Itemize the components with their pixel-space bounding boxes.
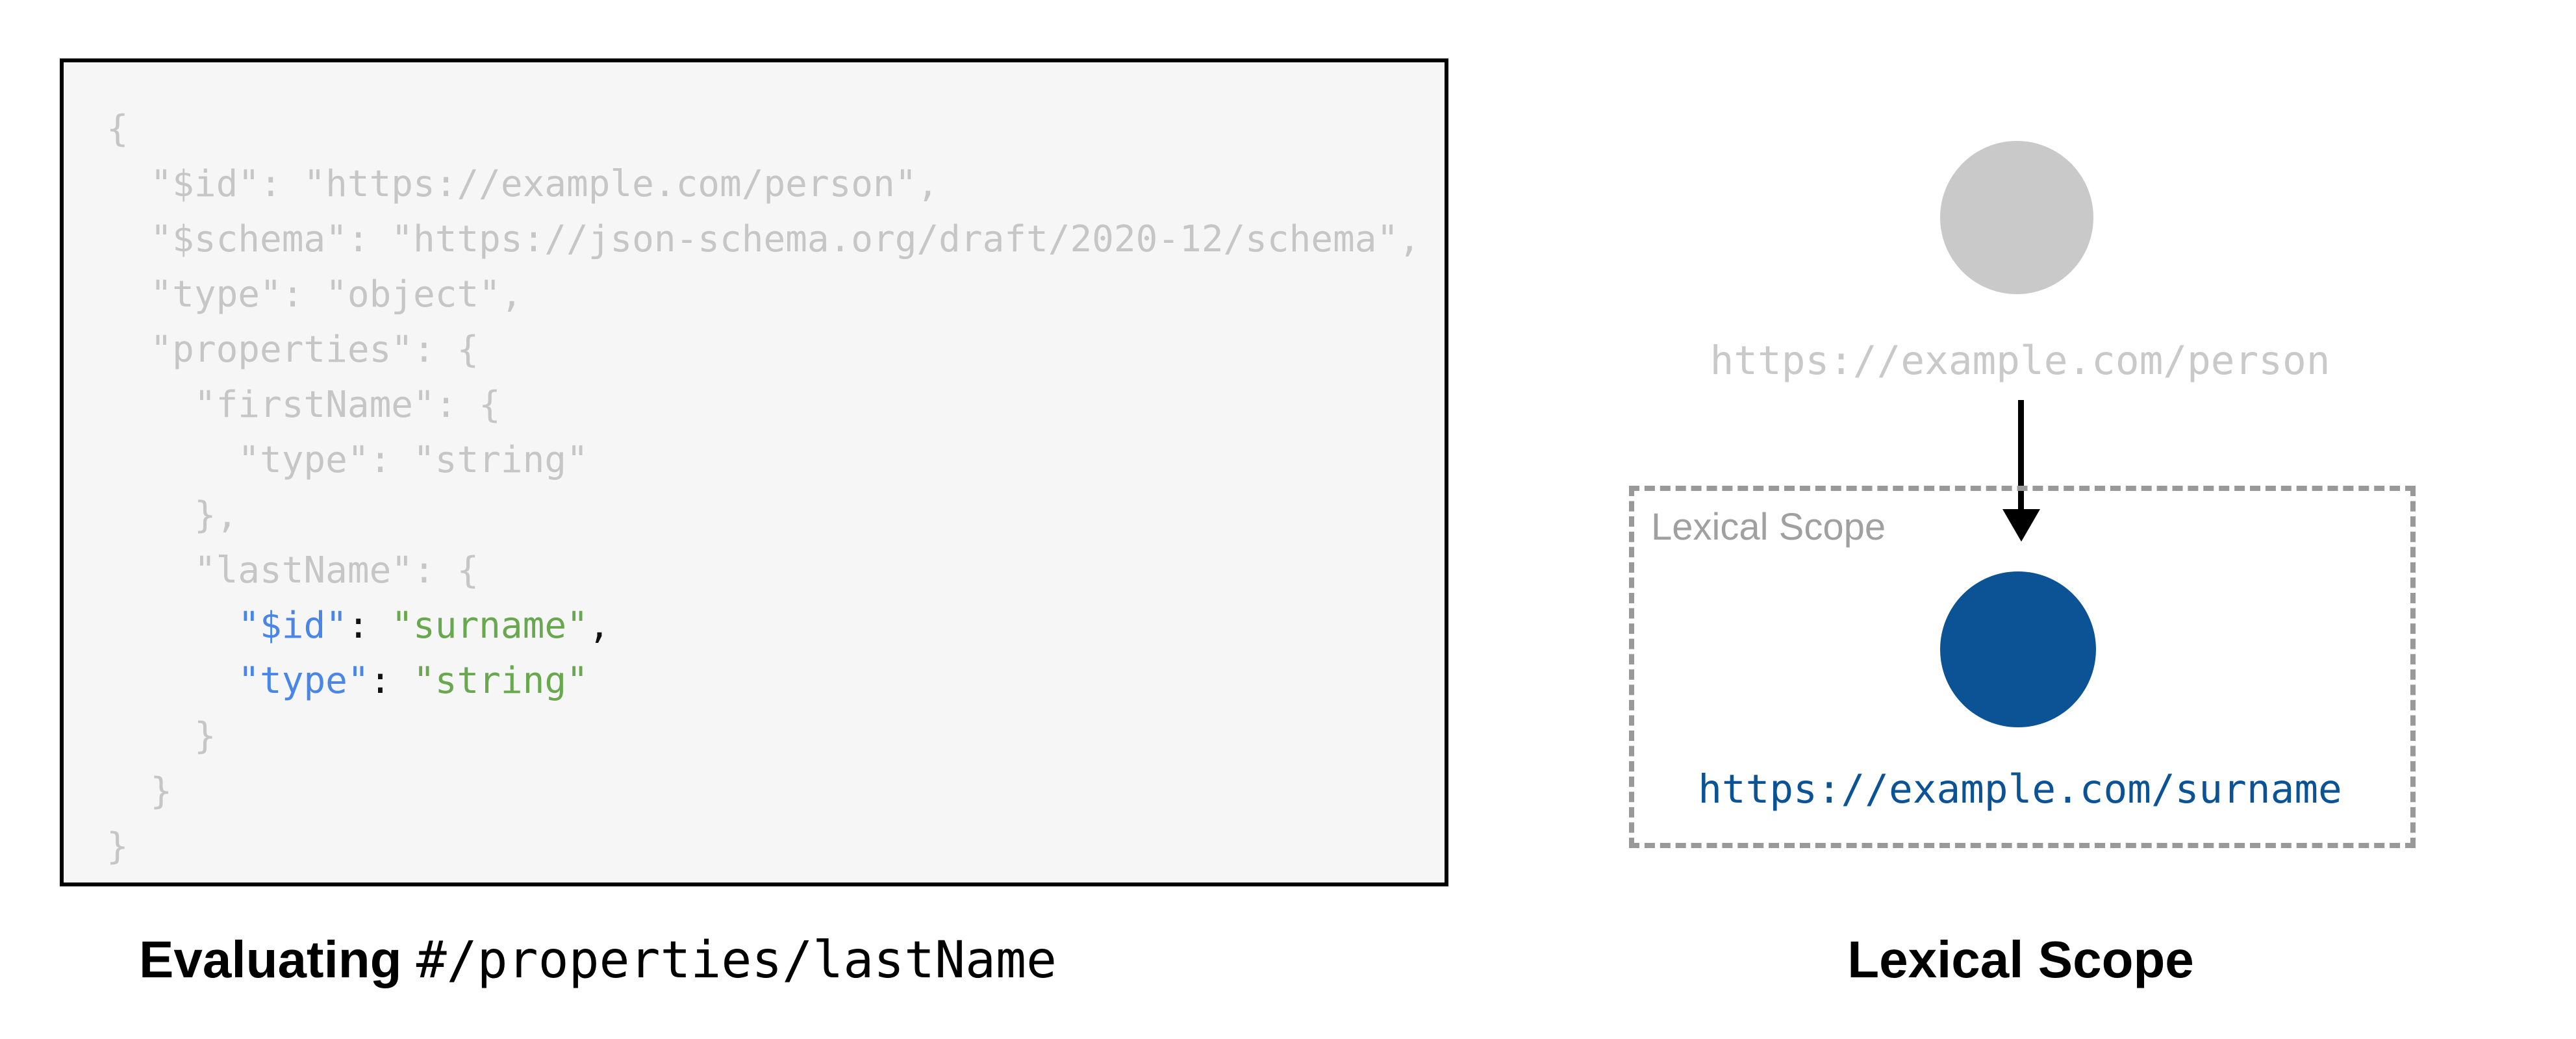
parent-schema-uri: https://example.com/person bbox=[1710, 338, 2330, 384]
code-line: "type": "string" bbox=[238, 660, 588, 702]
code-line: "type": "string" bbox=[107, 439, 588, 481]
left-caption: Evaluating #/properties/lastName bbox=[139, 931, 1057, 1004]
lexical-scope-box bbox=[1629, 486, 2416, 848]
code-line: "type": "object", bbox=[107, 273, 523, 316]
schema-code-box: { "$id": "https://example.com/person", "… bbox=[60, 58, 1448, 886]
right-caption: Lexical Scope bbox=[1847, 931, 2194, 988]
code-line: "$id": "surname", bbox=[238, 605, 611, 647]
left-caption-pointer: #/properties/lastName bbox=[416, 931, 1057, 990]
code-line: "$id": "https://example.com/person", bbox=[107, 163, 939, 205]
code-line: "properties": { bbox=[107, 329, 479, 371]
arrow-down-head bbox=[2002, 509, 2040, 542]
code-line: "firstName": { bbox=[107, 384, 501, 426]
lexical-scope-box-label: Lexical Scope bbox=[1651, 506, 1886, 548]
arrow-down-line bbox=[2018, 400, 2024, 512]
child-schema-uri: https://example.com/surname bbox=[1698, 766, 2342, 812]
parent-schema-node bbox=[1940, 141, 2093, 294]
code-block: { "$id": "https://example.com/person", "… bbox=[64, 62, 1445, 874]
code-line: { bbox=[107, 108, 129, 150]
code-line: "$schema": "https://json-schema.org/draf… bbox=[107, 218, 1421, 260]
child-schema-node bbox=[1940, 571, 2096, 727]
code-line: } bbox=[107, 770, 173, 812]
code-line: } bbox=[107, 825, 129, 868]
code-line: } bbox=[107, 715, 216, 757]
code-line: }, bbox=[107, 494, 238, 536]
left-caption-text: Evaluating bbox=[139, 931, 416, 988]
code-line: "lastName": { bbox=[107, 549, 479, 592]
